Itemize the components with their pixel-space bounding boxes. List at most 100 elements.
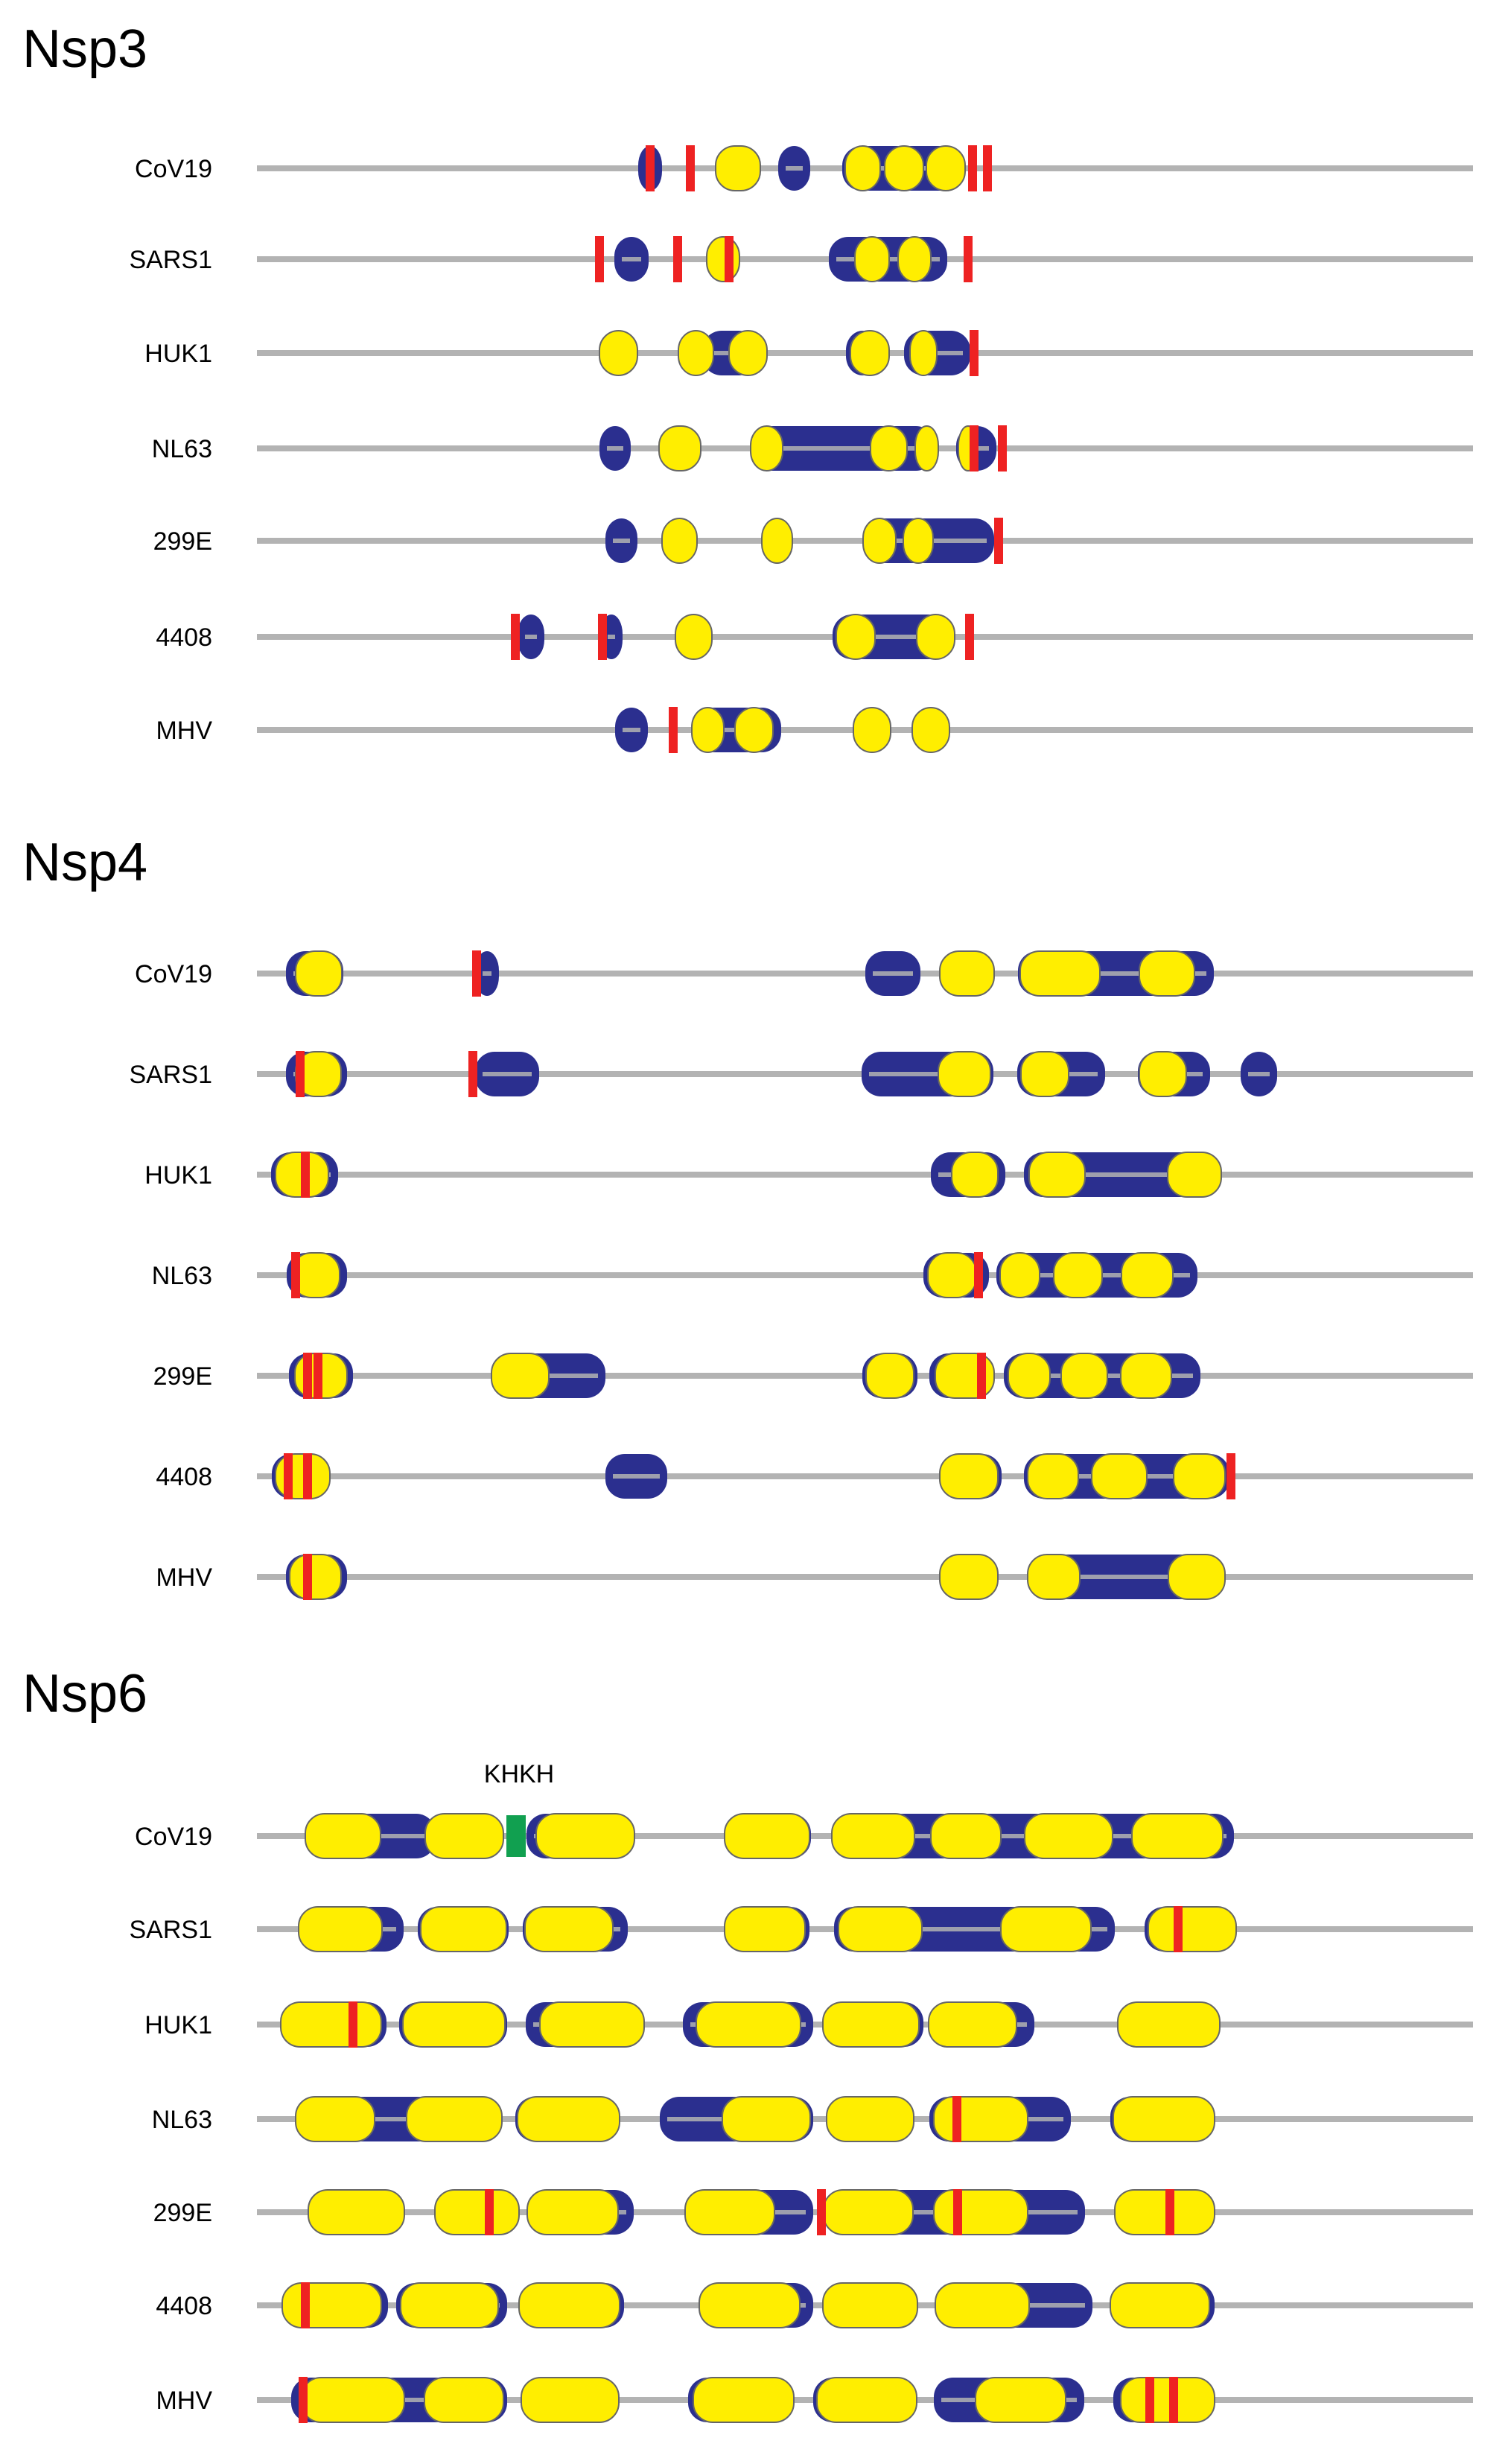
red-marker [725, 236, 734, 282]
track-huk1: HUK1 [144, 2001, 1473, 2048]
yellow-segment [524, 1906, 614, 1952]
red-marker [1145, 2377, 1154, 2423]
red-marker [964, 236, 973, 282]
backbone-segment [608, 635, 615, 639]
yellow-segment [715, 145, 761, 191]
yellow-segment [939, 1453, 999, 1499]
yellow-segment [1019, 950, 1101, 997]
yellow-segment [424, 1813, 504, 1859]
row-label: HUK1 [144, 1161, 212, 1190]
yellow-segment [1173, 1453, 1226, 1499]
yellow-segment [684, 2189, 775, 2235]
yellow-segment [897, 236, 932, 282]
red-marker [646, 145, 655, 191]
row-label: SARS1 [130, 1061, 213, 1089]
panel-title: Nsp4 [22, 833, 147, 892]
yellow-segment [696, 2001, 801, 2048]
row-label: CoV19 [135, 960, 212, 988]
backbone-segment [613, 539, 630, 543]
backbone-segment [841, 1927, 1107, 1931]
row-label: CoV19 [135, 155, 212, 183]
red-marker [303, 1353, 312, 1399]
yellow-segment [722, 2096, 811, 2142]
backbone-segment [622, 257, 641, 261]
yellow-segment [521, 2377, 620, 2423]
track-sars1: SARS1 [130, 236, 1473, 282]
green-marker [506, 1815, 526, 1857]
row-label: 4408 [156, 2292, 212, 2320]
yellow-segment [914, 425, 939, 471]
row-label: MHV [156, 1563, 212, 1592]
yellow-segment [1091, 1453, 1148, 1499]
yellow-segment [930, 1813, 1002, 1859]
yellow-segment [903, 518, 934, 564]
track-sars1: SARS1 [130, 1051, 1473, 1097]
red-marker [970, 330, 979, 376]
yellow-segment [539, 2001, 645, 2048]
yellow-segment [724, 1906, 806, 1952]
yellow-segment [728, 330, 768, 376]
yellow-segment [933, 2189, 1028, 2235]
yellow-segment [822, 2282, 918, 2328]
yellow-segment [734, 707, 774, 753]
yellow-segment [862, 518, 897, 564]
yellow-segment [406, 2096, 503, 2142]
backbone-segment [525, 635, 537, 639]
track-299e: 299E [153, 1353, 1473, 1399]
yellow-segment [1167, 1152, 1222, 1198]
red-marker [301, 2282, 310, 2328]
backbone-segment [613, 1474, 660, 1479]
yellow-segment [927, 1252, 977, 1298]
track-4408: 4408 [156, 614, 1473, 660]
yellow-segment [518, 2282, 620, 2328]
yellow-segment [1139, 1051, 1187, 1097]
red-marker [299, 2377, 308, 2423]
red-marker [965, 614, 974, 660]
yellow-segment [301, 2377, 405, 2423]
yellow-segment [599, 330, 638, 376]
row-label: 299E [153, 2199, 212, 2227]
red-marker [1169, 2377, 1178, 2423]
yellow-segment [400, 2282, 499, 2328]
row-label: NL63 [152, 1262, 212, 1290]
backbone-line [257, 1473, 1473, 1479]
yellow-segment [761, 518, 793, 564]
yellow-segment [295, 2096, 375, 2142]
track-299e: 299E [153, 518, 1473, 564]
yellow-segment [526, 2189, 619, 2235]
yellow-segment [909, 330, 938, 376]
yellow-segment [836, 614, 876, 660]
yellow-segment [938, 1051, 991, 1097]
yellow-segment [1027, 1554, 1081, 1600]
backbone-line [257, 1172, 1473, 1178]
red-marker [983, 145, 992, 191]
yellow-segment [295, 950, 343, 997]
yellow-segment [1027, 1453, 1079, 1499]
track-cov19: CoV19 [135, 145, 1473, 191]
yellow-segment [289, 1554, 342, 1600]
red-marker [952, 2096, 961, 2142]
row-label: MHV [156, 717, 212, 745]
yellow-segment [1120, 1353, 1172, 1399]
yellow-segment [724, 1813, 810, 1859]
yellow-segment [1053, 1252, 1103, 1298]
red-marker [953, 2189, 962, 2235]
red-marker [1174, 1906, 1183, 1952]
row-label: CoV19 [135, 1823, 212, 1851]
row-label: HUK1 [144, 340, 212, 368]
track-mhv: MHV [156, 2377, 1473, 2423]
backbone-segment [607, 446, 623, 451]
yellow-segment [1024, 1813, 1113, 1859]
panel-title: Nsp3 [22, 19, 147, 79]
yellow-segment [424, 2377, 504, 2423]
red-marker [1165, 2189, 1174, 2235]
track-299e: 299E [153, 2189, 1473, 2235]
yellow-segment [434, 2189, 520, 2235]
yellow-segment [975, 2377, 1066, 2423]
yellow-segment [675, 614, 713, 660]
yellow-segment [1139, 950, 1195, 997]
yellow-segment [826, 2096, 914, 2142]
